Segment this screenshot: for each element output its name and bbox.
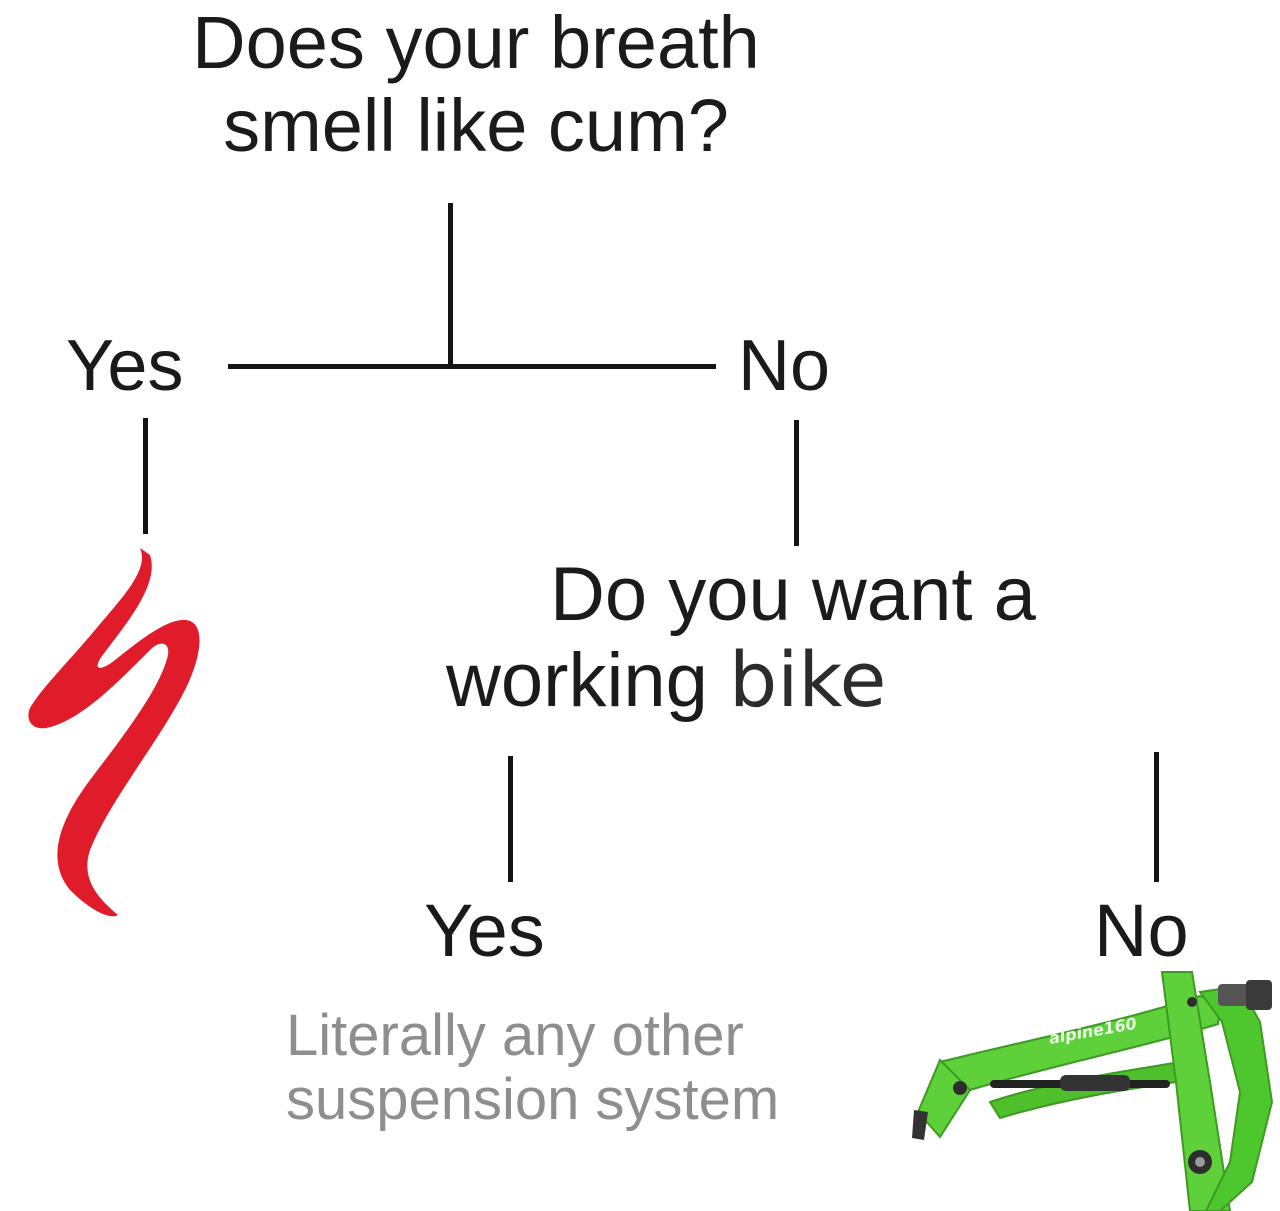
connector-q1-stem [448,203,453,368]
frame-headset-cap [1246,980,1272,1010]
result-yes-2-line-1: Literally any other [286,1003,744,1068]
result-yes-2-line-2: suspension system [286,1066,780,1132]
frame-pivot-2 [1187,997,1197,1007]
frame-rear-stay [916,1058,972,1139]
question-2-line-2-start: working [446,638,729,724]
question-2: Do you want a working bike [446,552,1036,723]
connector-no-2-up [1154,752,1159,882]
question-1-line-1: Does your breath [192,1,760,84]
specialized-s-logo-icon [28,548,200,917]
connector-yes-1-down [143,418,148,534]
question-2-line-1: Do you want a [550,552,1036,637]
connector-no-1-down [794,420,799,546]
connector-yes-2-up [508,756,513,882]
result-yes-2: Literally any other suspension system [286,1004,779,1132]
answer-yes-2: Yes [424,889,545,972]
answer-no-2: No [1094,889,1189,972]
question-1-line-2: smell like cum? [223,83,729,167]
green-bike-frame-icon: alpine160 [912,971,1274,1211]
question-1: Does your breath smell like cum? [0,1,952,168]
frame-pivot-3 [953,1081,967,1095]
connector-q1-branch [228,364,716,369]
frame-seat-tube [1160,971,1232,1211]
question-2-line-2-end: bike [729,635,887,725]
frame-dropout [912,1110,928,1140]
question-2-line-2: working bike [446,637,1036,723]
answer-yes-1: Yes [66,326,184,406]
answer-no-1: No [738,326,831,406]
logo-red-shape [28,548,200,917]
frame-shock-body [1060,1075,1130,1091]
frame-pivot-1-inner [1195,1157,1205,1167]
